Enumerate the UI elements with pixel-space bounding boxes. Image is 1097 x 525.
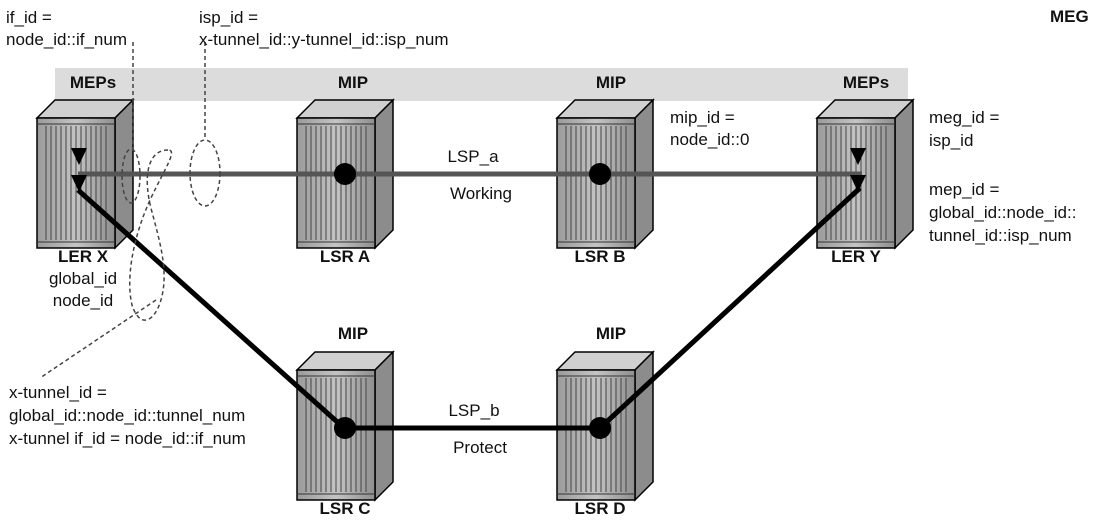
x-tunnel-line3: x-tunnel if_id = node_id::if_num bbox=[9, 429, 246, 448]
annotation-leaders bbox=[39, 42, 221, 379]
lsp-b-role: Protect bbox=[453, 438, 507, 457]
x-tunnel-leader bbox=[39, 299, 157, 379]
junction-lsr-a bbox=[334, 163, 356, 185]
mip-label-c: MIP bbox=[337, 324, 369, 343]
if-id-line2: node_id::if_num bbox=[6, 30, 127, 49]
isp-id-line2: x-tunnel_id::y-tunnel_id::isp_num bbox=[199, 30, 449, 49]
lsp-a-role: Working bbox=[449, 184, 513, 203]
mep-id-line2: global_id::node_id:: bbox=[929, 203, 1077, 222]
mep-id-line1: mep_id = bbox=[929, 180, 1000, 199]
x-tunnel-line1: x-tunnel_id = bbox=[9, 383, 107, 402]
node-name-lsr-d: LSR D bbox=[574, 499, 626, 518]
ler-x-global-id: global_id bbox=[48, 269, 118, 288]
x-tunnel-line2: global_id::node_id::tunnel_num bbox=[9, 406, 246, 425]
node-name-lsr-c: LSR C bbox=[319, 499, 371, 518]
meps-label-right: MEPs bbox=[842, 73, 890, 92]
junction-lsr-c bbox=[334, 417, 356, 439]
meps-label-left: MEPs bbox=[69, 73, 117, 92]
lsp-b-line bbox=[76, 186, 862, 431]
mip-id-line1: mip_id = bbox=[670, 108, 735, 127]
mep-arrow-y-upper bbox=[850, 148, 866, 165]
node-name-ler-x: LER X bbox=[57, 247, 109, 266]
mep-id-line3: tunnel_id::isp_num bbox=[929, 226, 1072, 245]
isp-ellipse bbox=[189, 139, 221, 207]
meg-label: MEG bbox=[1050, 7, 1089, 26]
node-name-lsr-a: LSR A bbox=[319, 247, 371, 266]
lsp-b-name: LSP_b bbox=[448, 401, 500, 420]
meg-band bbox=[55, 68, 908, 101]
mep-arrows bbox=[71, 148, 866, 192]
if-ellipse bbox=[121, 148, 141, 204]
node-box-lsr-d bbox=[555, 350, 655, 502]
if-id-line1: if_id = bbox=[6, 8, 52, 27]
mip-id-line2: node_id::0 bbox=[670, 130, 750, 149]
isp-id-line1: isp_id = bbox=[199, 8, 259, 27]
junction-lsr-b bbox=[589, 163, 611, 185]
ler-x-node-id: node_id bbox=[52, 291, 114, 310]
meg-id-line2: isp_id bbox=[929, 131, 974, 150]
path-junctions bbox=[334, 163, 611, 439]
lsp-a-name: LSP_a bbox=[447, 147, 499, 166]
mep-arrow-y-lower bbox=[850, 175, 866, 192]
mip-label-a: MIP bbox=[337, 73, 369, 92]
node-name-lsr-b: LSR B bbox=[574, 247, 626, 266]
network-elements bbox=[35, 98, 915, 502]
mip-label-b: MIP bbox=[595, 73, 627, 92]
junction-lsr-d bbox=[589, 417, 611, 439]
mip-label-d: MIP bbox=[595, 324, 627, 343]
mep-arrow-x-lower bbox=[71, 175, 87, 192]
mep-arrow-x-upper bbox=[71, 148, 87, 165]
node-name-ler-y: LER Y bbox=[831, 247, 881, 266]
meg-id-line1: meg_id = bbox=[929, 108, 1000, 127]
